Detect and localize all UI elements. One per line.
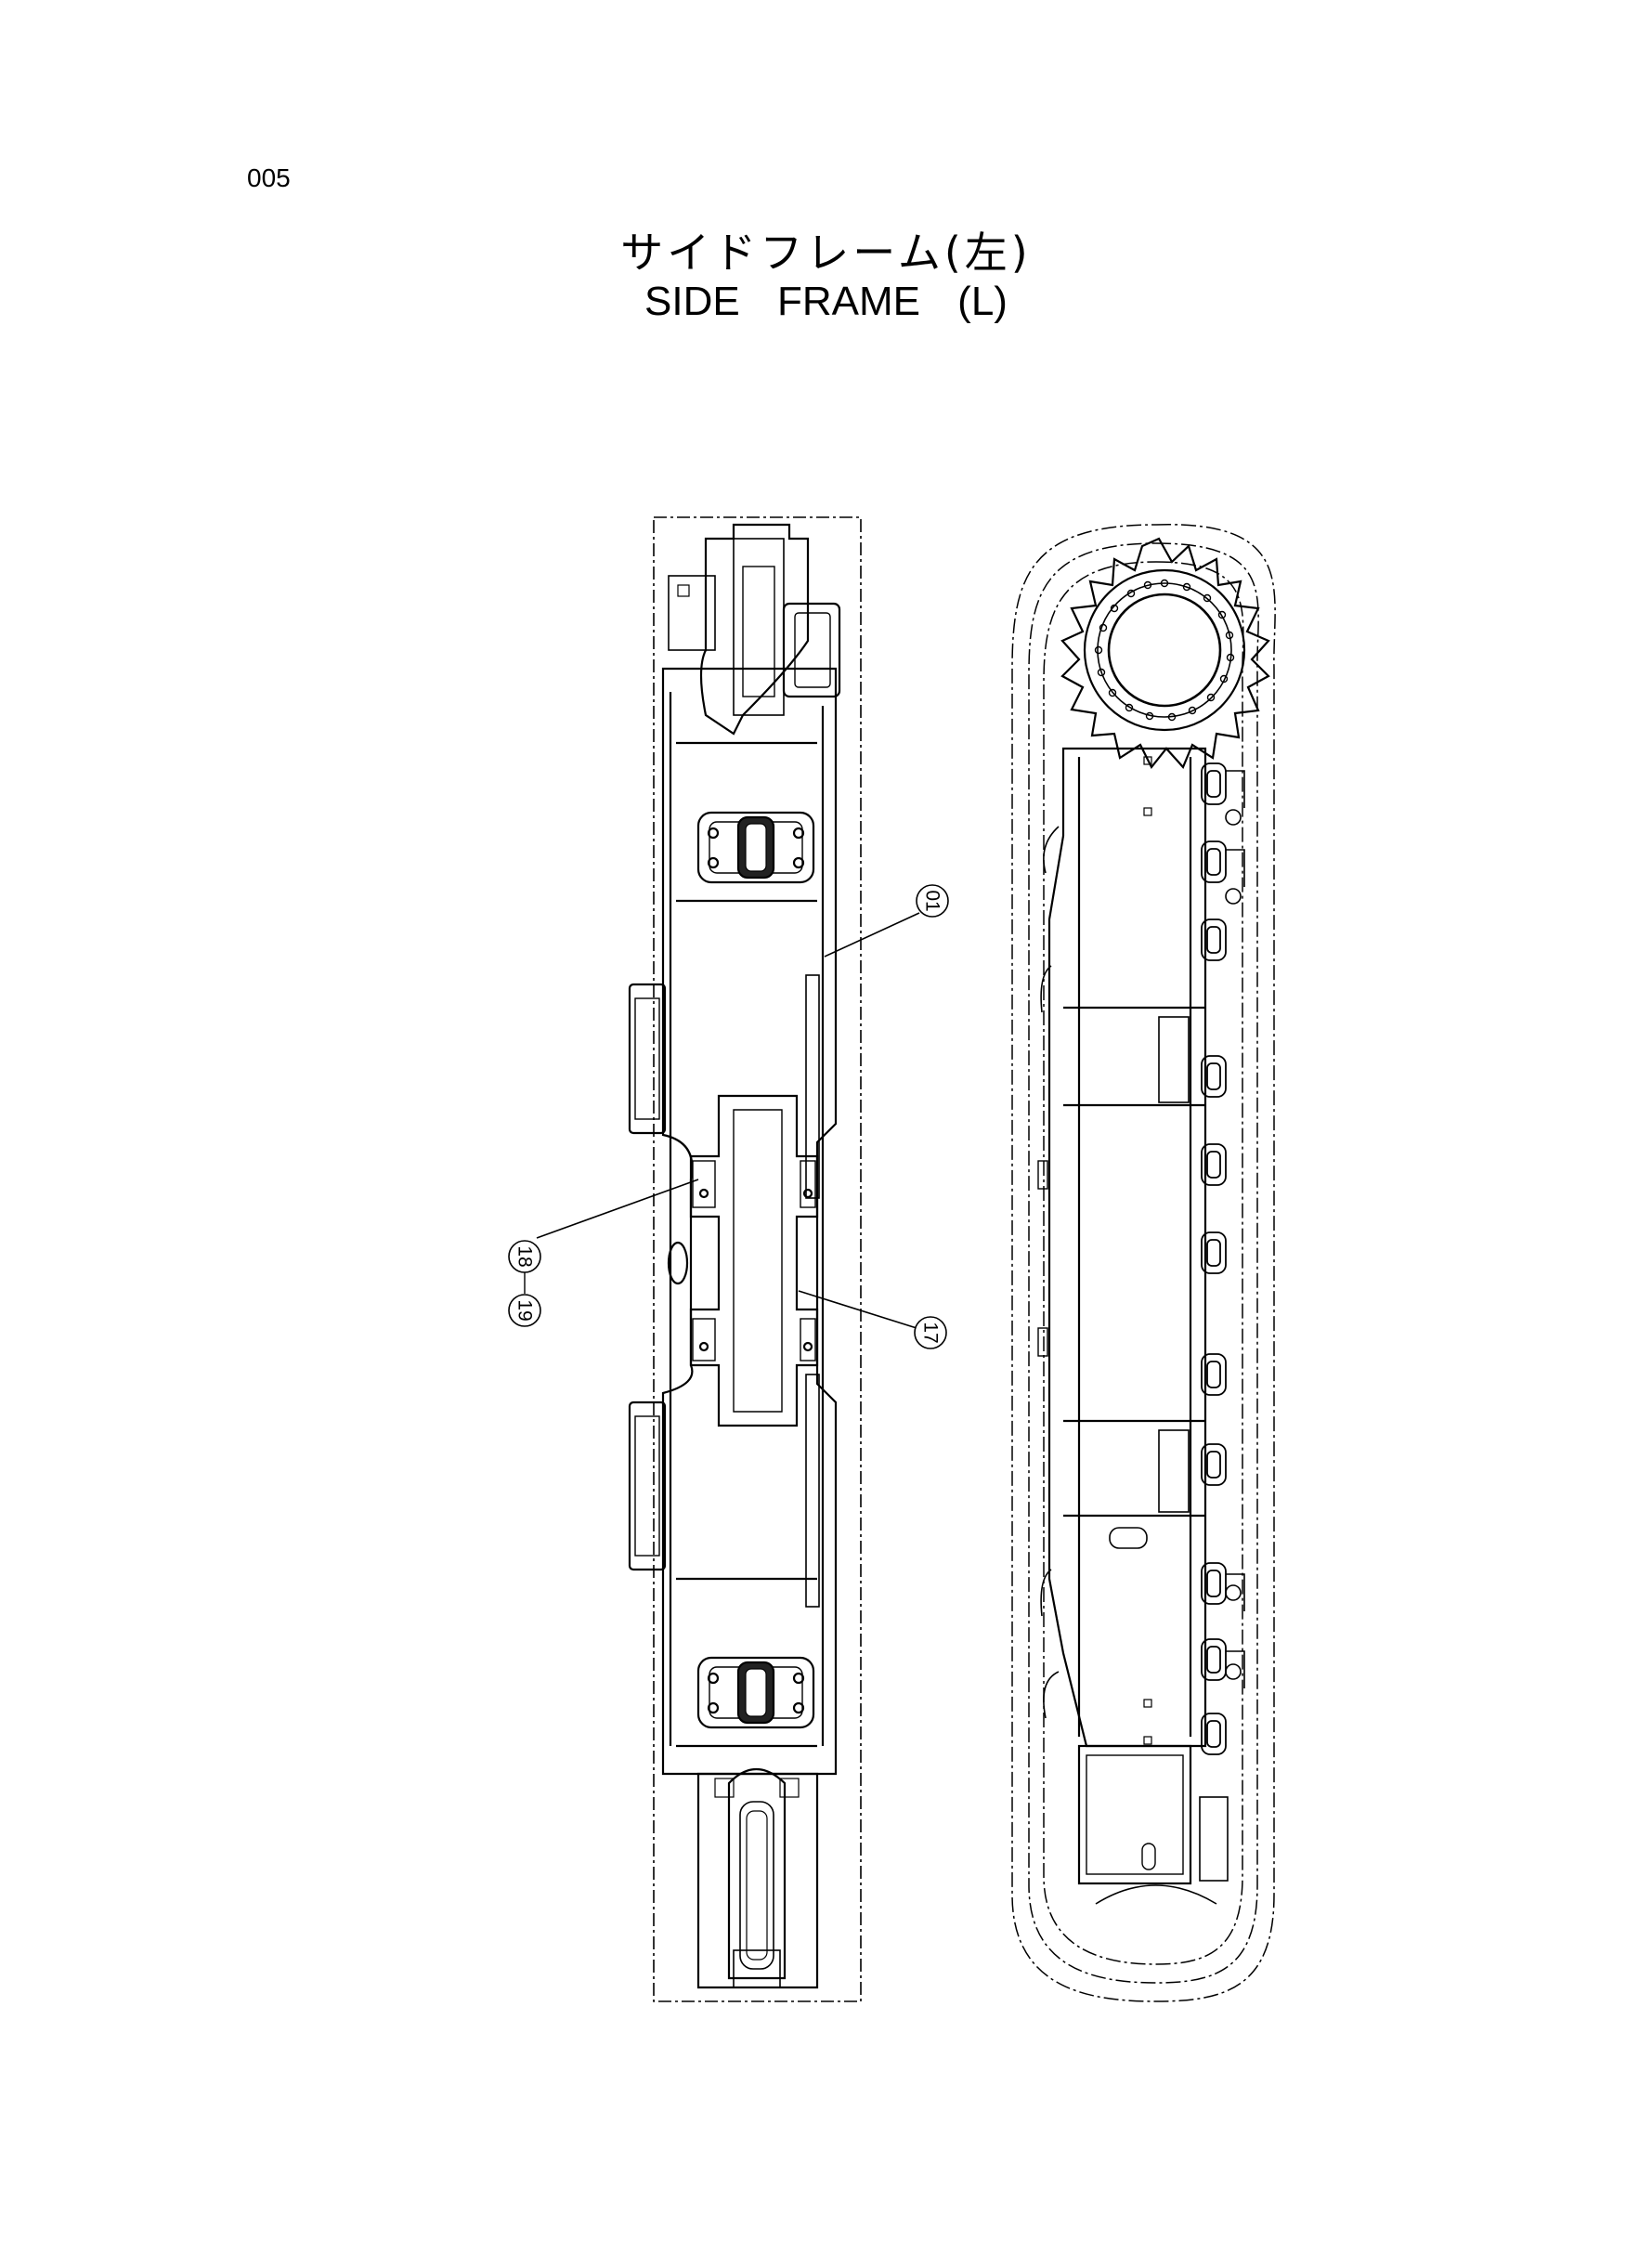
callout-01-label: 01: [922, 890, 943, 911]
callout-17: 17: [914, 1316, 947, 1349]
title-japanese: サイドフレーム(左): [620, 228, 1032, 278]
callout-18: 18: [508, 1240, 541, 1273]
callout-19-label: 19: [514, 1299, 536, 1321]
callout-17-label: 17: [920, 1322, 942, 1343]
page-number: 005: [247, 163, 291, 192]
leader-lines: [524, 912, 920, 1329]
title-english: SIDE FRAME (L): [644, 279, 1008, 324]
callout-18-label: 18: [514, 1245, 536, 1267]
side-frame-top-view: [628, 516, 862, 2002]
callout-19: 19: [508, 1294, 541, 1327]
side-frame-side-view: [1011, 524, 1276, 2002]
callout-01: 01: [916, 884, 949, 918]
